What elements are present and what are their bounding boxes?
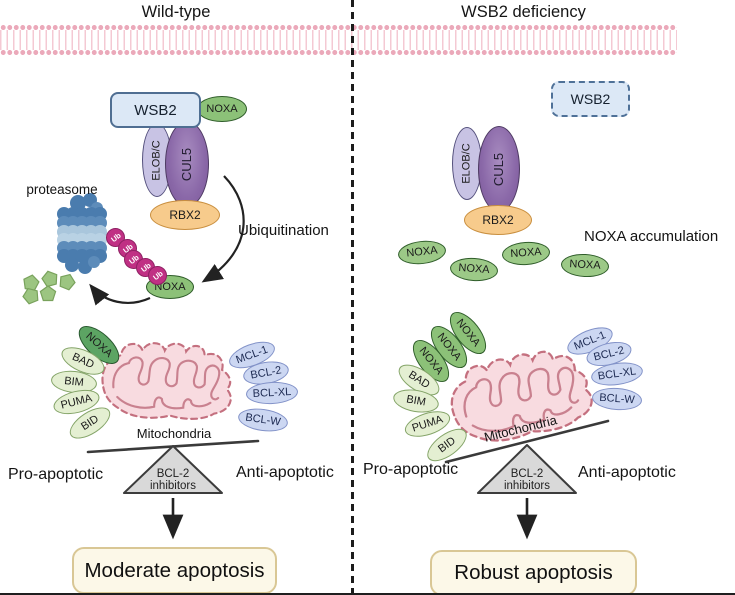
- triangle-label-line1: BCL-2: [511, 468, 544, 480]
- bcl2-inhibitors-triangle-right: BCL-2 inhibitors: [477, 444, 577, 494]
- outcome-box-right: Robust apoptosis: [430, 550, 637, 593]
- ubiquitination-label: Ubiquitination: [238, 222, 329, 239]
- panel-title-wsb2-deficiency: WSB2 deficiency: [461, 3, 586, 21]
- cul5-label: CUL5: [491, 152, 507, 186]
- proteasome-label: proteasome: [26, 182, 98, 197]
- degradation-arrow: [89, 283, 151, 306]
- ubiquitin-badge: Ub: [148, 266, 167, 285]
- ubiquitination-arrow: [201, 175, 245, 283]
- elobc-label: ELOB/C: [460, 143, 473, 184]
- anti-apoptotic-label-right: Anti-apoptotic: [578, 464, 676, 481]
- pro-apoptotic-label-left: Pro-apoptotic: [8, 466, 104, 483]
- panel-divider: [351, 0, 354, 593]
- cell-membrane-icon: [0, 24, 677, 56]
- bcl2-inhibitors-triangle-left: BCL-2 inhibitors: [123, 445, 223, 494]
- anti-apoptotic-label-left: Anti-apoptotic: [236, 464, 334, 481]
- elobc-label: ELOB/C: [150, 139, 163, 181]
- mitochondria-label-left: Mitochondria: [136, 426, 212, 441]
- mitochondria-left-icon: [101, 342, 232, 420]
- balance-beam-right: [444, 419, 610, 464]
- triangle-label-line2: inhibitors: [504, 480, 550, 492]
- ub-label: Ub: [150, 268, 165, 283]
- protein-rbx2: RBX2: [464, 205, 532, 235]
- proteasome-icon: [57, 193, 107, 274]
- membrane-lipid-heads-top: [0, 24, 677, 31]
- wsb2-box: WSB2: [110, 92, 201, 128]
- triangle-label-line2: inhibitors: [150, 480, 196, 492]
- pro-apoptotic-label-right: Pro-apoptotic: [363, 461, 459, 478]
- membrane-lipid-heads-bottom: [0, 49, 677, 56]
- protein-cul5: CUL5: [478, 126, 520, 212]
- noxa-accumulation-label: NOXA accumulation: [584, 228, 719, 245]
- protein-noxa-bound: NOXA: [197, 96, 247, 122]
- protein-cul5: CUL5: [165, 121, 209, 207]
- cul5-label: CUL5: [179, 147, 195, 181]
- triangle-label-line1: BCL-2: [157, 468, 190, 480]
- outcome-box-left: Moderate apoptosis: [72, 547, 277, 593]
- wsb2-dashed-box: WSB2: [551, 81, 630, 117]
- panel-title-wild-type: Wild-type: [141, 3, 211, 21]
- protein-rbx2: RBX2: [150, 200, 220, 230]
- degraded-peptides-icon: [22, 270, 76, 305]
- membrane-lipid-tails: [0, 30, 677, 50]
